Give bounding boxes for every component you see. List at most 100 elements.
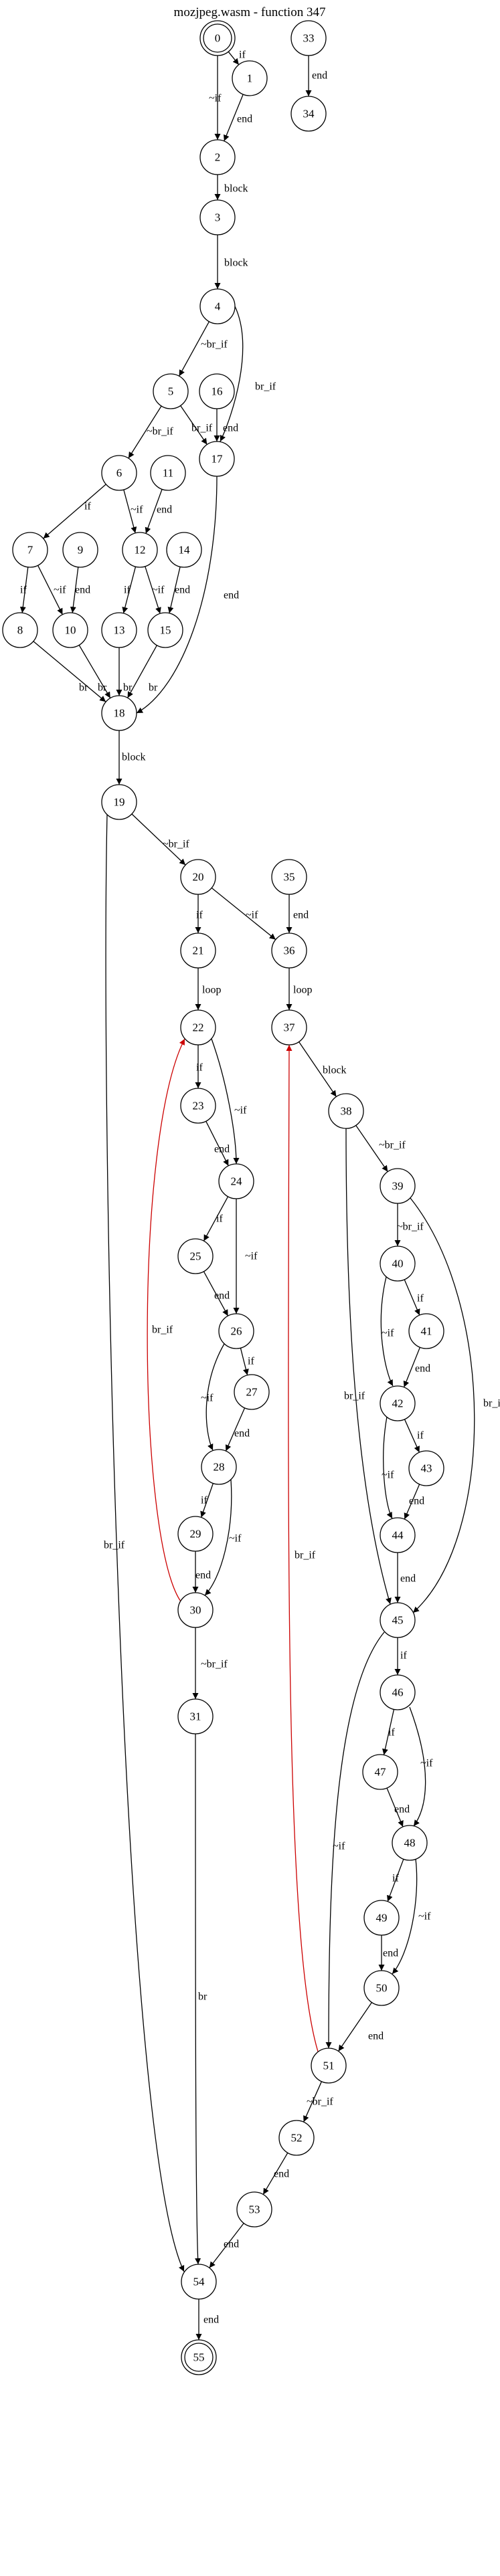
edge-label-39-45: br_if: [483, 1398, 500, 1409]
node-label-0: 0: [215, 32, 221, 45]
node-46: 46: [380, 1674, 416, 1710]
edge-line-11-12: [145, 489, 163, 534]
edge-line-42-44: [383, 1416, 393, 1519]
edge-6-12: ~if: [123, 489, 143, 534]
node-label-22: 22: [193, 1021, 204, 1034]
edge-12-15: ~if: [145, 566, 165, 614]
node-53: 53: [236, 2191, 272, 2227]
node-inner-circle-0: [203, 23, 232, 53]
node-27: 27: [234, 1374, 270, 1410]
edge-18-19: block: [116, 730, 146, 785]
edge-label-15-18: br: [149, 682, 158, 694]
edge-5-6: ~br_if: [128, 405, 173, 459]
node-36: 36: [271, 932, 307, 969]
edge-label-20-36: ~if: [246, 910, 258, 921]
edge-line-50-51: [338, 2002, 372, 2052]
node-51: 51: [311, 2048, 347, 2084]
node-circle-45: [380, 1602, 416, 1638]
edge-38-39: ~br_if: [355, 1125, 406, 1172]
edge-label-39-40: ~br_if: [397, 1221, 424, 1233]
edge-label-46-47: if: [388, 1727, 395, 1739]
edge-line-12-15: [145, 566, 161, 614]
node-label-28: 28: [214, 1461, 225, 1474]
edge-label-48-50: ~if: [418, 1911, 431, 1922]
node-label-33: 33: [303, 32, 315, 45]
node-label-35: 35: [284, 871, 295, 884]
node-circle-42: [380, 1385, 416, 1421]
edge-line-27-28: [225, 1407, 246, 1452]
node-28: 28: [201, 1449, 237, 1485]
edge-label-31-54: br: [198, 1991, 207, 2003]
node-label-50: 50: [376, 1982, 388, 1995]
edge-line-28-30: [204, 1479, 232, 1596]
node-48: 48: [392, 1825, 428, 1861]
edge-line-0-1: [228, 51, 240, 66]
node-55: 55: [181, 2339, 217, 2375]
edge-line-40-42: [380, 1276, 394, 1387]
node-49: 49: [363, 1900, 400, 1936]
node-label-8: 8: [17, 624, 23, 637]
node-42: 42: [380, 1385, 416, 1421]
edge-label-49-50: end: [383, 1948, 398, 1959]
edge-53-54: end: [209, 2223, 244, 2268]
node-13: 13: [101, 612, 137, 648]
edge-48-49: if: [387, 1859, 404, 1902]
edge-43-44: end: [404, 1484, 424, 1520]
node-label-13: 13: [114, 624, 125, 637]
edge-7-10: ~if: [37, 565, 66, 615]
edge-51-37: br_if: [286, 1044, 319, 2052]
node-circle-49: [363, 1900, 400, 1936]
node-41: 41: [408, 1313, 444, 1349]
node-29: 29: [177, 1516, 214, 1552]
node-18: 18: [101, 695, 137, 731]
edge-21-22: loop: [195, 968, 221, 1010]
node-label-10: 10: [65, 624, 76, 637]
node-circle-7: [12, 532, 48, 568]
edge-14-15: end: [167, 567, 190, 613]
node-label-30: 30: [190, 1604, 201, 1617]
edge-48-50: ~if: [392, 1858, 431, 1975]
node-label-17: 17: [212, 453, 224, 466]
node-label-42: 42: [392, 1397, 404, 1410]
edge-39-40: ~br_if: [394, 1203, 424, 1246]
edge-label-19-54: br_if: [104, 1540, 125, 1551]
edge-label-22-23: if: [196, 1062, 203, 1074]
edge-37-38: block: [299, 1042, 347, 1097]
edge-line-5-6: [128, 405, 162, 459]
edge-26-27: if: [240, 1348, 254, 1375]
edge-line-37-38: [299, 1042, 337, 1097]
edge-line-9-10: [70, 567, 79, 613]
edge-label-33-34: end: [312, 70, 327, 82]
node-0: 0: [199, 20, 236, 56]
node-label-24: 24: [231, 1175, 243, 1188]
node-10: 10: [52, 612, 88, 648]
edge-label-12-13: if: [124, 585, 131, 596]
node-circle-11: [150, 455, 186, 491]
edge-5-17: br_if: [180, 405, 213, 445]
edge-line-24-25: [203, 1196, 229, 1242]
node-circle-15: [147, 612, 183, 648]
edge-label-38-39: ~br_if: [379, 1140, 406, 1151]
node-circle-47: [362, 1754, 398, 1790]
node-circle-5: [153, 373, 189, 409]
node-label-6: 6: [116, 467, 122, 480]
edge-25-26: end: [203, 1271, 230, 1316]
edge-label-20-21: if: [196, 910, 203, 921]
edge-4-5: ~br_if: [179, 321, 228, 377]
node-20: 20: [180, 859, 216, 895]
node-label-38: 38: [341, 1105, 352, 1118]
edge-label-48-49: if: [392, 1873, 399, 1884]
graph-title: mozjpeg.wasm - function 347: [174, 5, 326, 19]
node-circle-2: [199, 139, 236, 175]
node-34: 34: [290, 96, 327, 132]
node-25: 25: [177, 1238, 214, 1274]
edge-20-21: if: [195, 894, 203, 933]
edge-line-20-36: [211, 887, 276, 940]
edge-22-24: ~if: [211, 1038, 247, 1165]
edge-46-47: if: [382, 1709, 395, 1755]
edge-label-40-42: ~if: [382, 1328, 394, 1339]
edge-line-31-54: [195, 1733, 201, 2265]
edge-label-38-45: br_if: [344, 1391, 365, 1402]
edge-label-9-10: end: [75, 585, 90, 596]
edge-26-28: ~if: [201, 1343, 225, 1451]
